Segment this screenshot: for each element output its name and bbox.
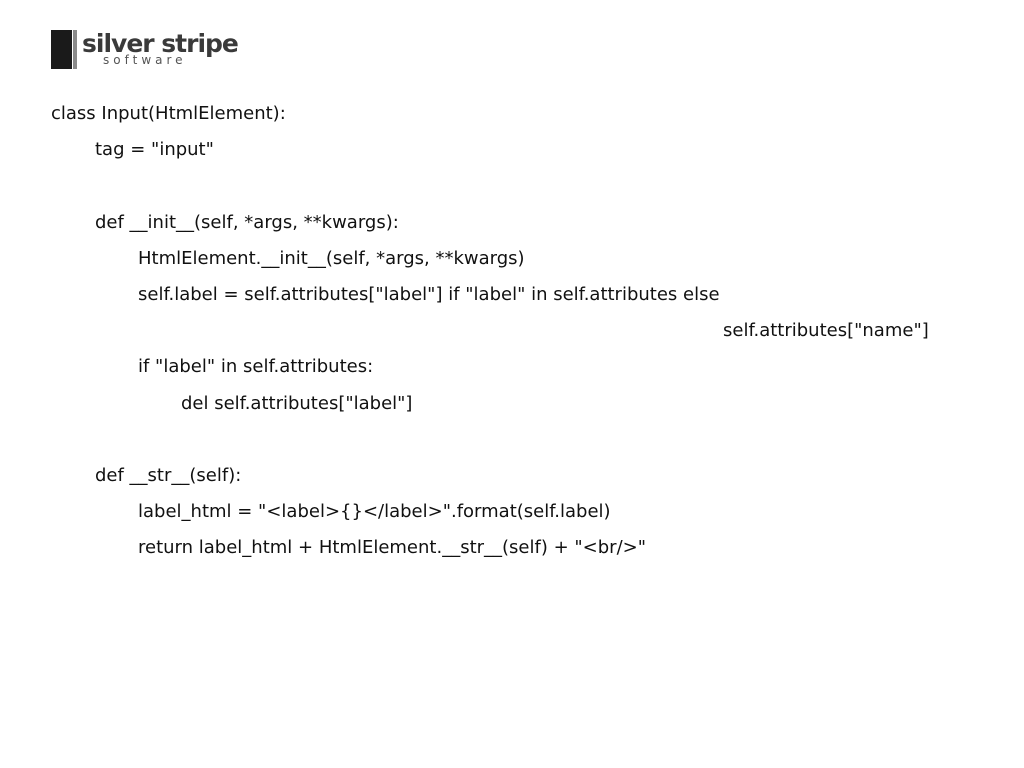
code-line: def __init__(self, *args, **kwargs): xyxy=(95,211,399,233)
stripe-logo-icon xyxy=(51,30,79,69)
code-line: def __str__(self): xyxy=(95,464,242,486)
code-line: return label_html + HtmlElement.__str__(… xyxy=(138,537,646,559)
code-line: self.label = self.attributes["label"] if… xyxy=(138,283,720,305)
code-line-blank xyxy=(51,427,929,463)
code-line: class Input(HtmlElement): xyxy=(51,103,286,124)
code-line-continuation: self.attributes["name"] xyxy=(723,320,929,342)
code-line: HtmlElement.__init__(self, *args, **kwar… xyxy=(138,247,525,269)
code-line-blank xyxy=(51,173,929,209)
code-line: del self.attributes["label"] xyxy=(181,392,413,414)
code-line: if "label" in self.attributes: xyxy=(138,356,374,378)
silverstripe-logo: silver stripe software xyxy=(51,28,239,70)
code-line: label_html = "<label>{}</label>".format(… xyxy=(138,501,611,523)
code-block: class Input(HtmlElement): tag = "input" … xyxy=(51,101,929,571)
logo-wordmark: silver stripe xyxy=(82,29,239,58)
logo-subtitle: software xyxy=(103,53,187,67)
code-line: tag = "input" xyxy=(95,139,214,161)
